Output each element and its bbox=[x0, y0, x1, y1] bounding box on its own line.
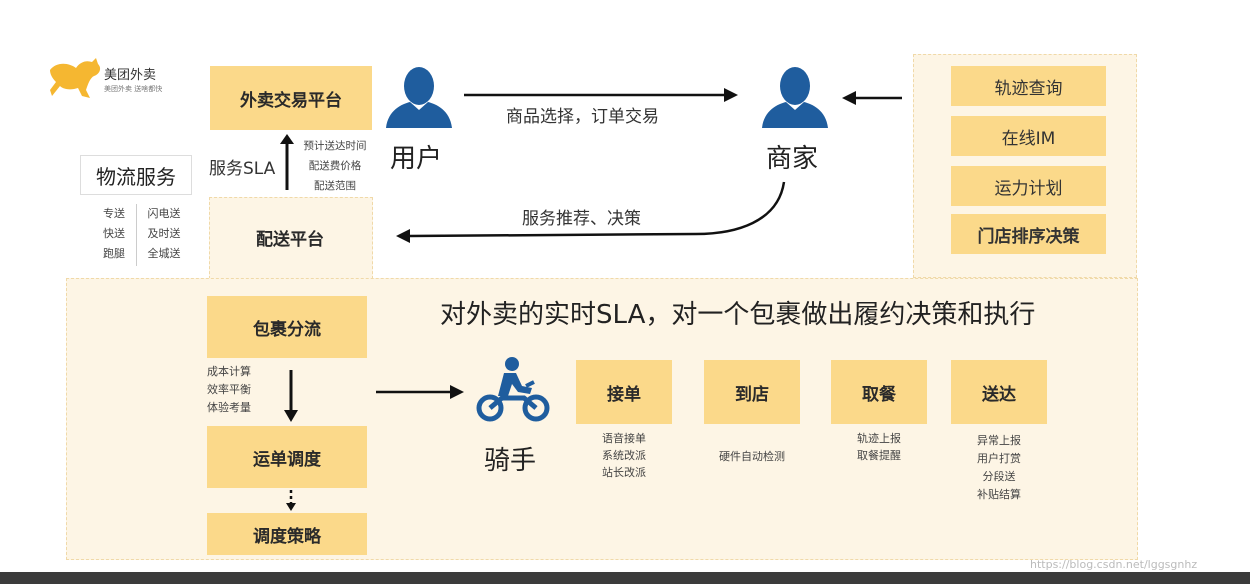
meituan-logo: 美团外卖 美团外卖 送啥都快 bbox=[46, 56, 166, 102]
logistics-card: 物流服务 专送 快送 跑腿 闪电送 及时送 全城送 bbox=[80, 152, 192, 274]
parcel-note: 成本计算 bbox=[207, 365, 251, 378]
logistics-item: 闪电送 bbox=[147, 207, 181, 220]
step-pickup-box: 取餐 bbox=[831, 360, 927, 424]
bottom-bar bbox=[0, 572, 1250, 584]
logo-name: 美团外卖 bbox=[104, 68, 157, 83]
tool-online-im: 在线IM bbox=[951, 116, 1106, 156]
parcel-note: 效率平衡 bbox=[207, 383, 251, 396]
merchant-to-delivery-arrow bbox=[396, 181, 786, 243]
logistics-item: 全城送 bbox=[147, 247, 181, 260]
user-to-merchant-arrow bbox=[464, 88, 738, 102]
step-accept-notes: 语音接单 系统改派 站长改派 bbox=[576, 430, 672, 481]
delivery-platform-panel bbox=[209, 197, 373, 279]
merchant-to-delivery-label: 服务推荐、决策 bbox=[522, 209, 641, 229]
step-arrive-box: 到店 bbox=[704, 360, 800, 424]
rider-label: 骑手 bbox=[484, 446, 537, 476]
tool-store-ranking: 门店排序决策 bbox=[951, 214, 1106, 254]
step-deliver-notes: 异常上报 用户打赏 分段送 补贴结算 bbox=[951, 432, 1047, 504]
logistics-item: 专送 bbox=[103, 207, 125, 220]
step-note: 站长改派 bbox=[602, 466, 646, 479]
tool-capacity-plan: 运力计划 bbox=[951, 166, 1106, 206]
step-pickup-notes: 轨迹上报 取餐提醒 bbox=[831, 430, 927, 464]
dispatch-down-arrow bbox=[286, 490, 296, 511]
logo-tagline: 美团外卖 送啥都快 bbox=[104, 85, 163, 93]
sla-item: 配送范围 bbox=[314, 180, 356, 192]
motorcycle-rider-icon bbox=[476, 356, 550, 424]
delivery-platform-box: 配送平台 bbox=[256, 229, 324, 250]
parcel-note: 体验考量 bbox=[207, 401, 251, 414]
tools-to-merchant-arrow bbox=[842, 91, 902, 105]
logistics-item: 跑腿 bbox=[103, 247, 125, 260]
step-note: 硬件自动检测 bbox=[719, 450, 785, 463]
bottom-headline: 对外卖的实时SLA，对一个包裹做出履约决策和执行 bbox=[440, 300, 1036, 330]
logistics-item: 快送 bbox=[103, 227, 125, 240]
user-to-merchant-label: 商品选择，订单交易 bbox=[506, 107, 659, 127]
step-note: 取餐提醒 bbox=[857, 449, 901, 462]
logistics-title: 物流服务 bbox=[80, 155, 192, 195]
step-note: 语音接单 bbox=[602, 432, 646, 445]
logistics-col2: 闪电送 及时送 全城送 bbox=[140, 204, 188, 264]
step-note: 补贴结算 bbox=[977, 488, 1021, 501]
step-note: 分段送 bbox=[982, 470, 1016, 483]
sla-items: 预计送达时间 配送费价格 配送范围 bbox=[300, 136, 370, 196]
step-note: 系统改派 bbox=[602, 449, 646, 462]
user-label: 用户 bbox=[390, 144, 443, 174]
user-person-icon bbox=[384, 66, 454, 128]
merchant-person-icon bbox=[760, 66, 830, 128]
step-accept-box: 接单 bbox=[576, 360, 672, 424]
watermark: https://blog.csdn.net/lggsgnhz bbox=[1030, 558, 1198, 571]
merchant-label: 商家 bbox=[766, 144, 819, 174]
dispatch-box: 运单调度 bbox=[207, 426, 367, 488]
step-note: 轨迹上报 bbox=[857, 432, 901, 445]
step-note: 用户打赏 bbox=[977, 452, 1021, 465]
parcel-box: 包裹分流 bbox=[207, 296, 367, 358]
to-rider-arrow bbox=[376, 385, 464, 399]
step-deliver-box: 送达 bbox=[951, 360, 1047, 424]
strategy-box: 调度策略 bbox=[207, 513, 367, 555]
sla-up-arrow bbox=[280, 134, 294, 190]
sla-label: 服务SLA bbox=[209, 159, 276, 179]
sla-item: 预计送达时间 bbox=[303, 140, 367, 152]
kangaroo-icon bbox=[50, 58, 101, 98]
parcel-notes: 成本计算 效率平衡 体验考量 bbox=[207, 363, 251, 417]
parcel-down-arrow bbox=[284, 370, 298, 422]
sla-item: 配送费价格 bbox=[308, 160, 362, 172]
logistics-divider bbox=[136, 204, 137, 266]
platform-box: 外卖交易平台 bbox=[210, 66, 372, 130]
step-arrive-notes: 硬件自动检测 bbox=[700, 448, 804, 465]
step-note: 异常上报 bbox=[977, 434, 1021, 447]
tool-track-query: 轨迹查询 bbox=[951, 66, 1106, 106]
logistics-col1: 专送 快送 跑腿 bbox=[94, 204, 134, 264]
logistics-item: 及时送 bbox=[147, 227, 181, 240]
